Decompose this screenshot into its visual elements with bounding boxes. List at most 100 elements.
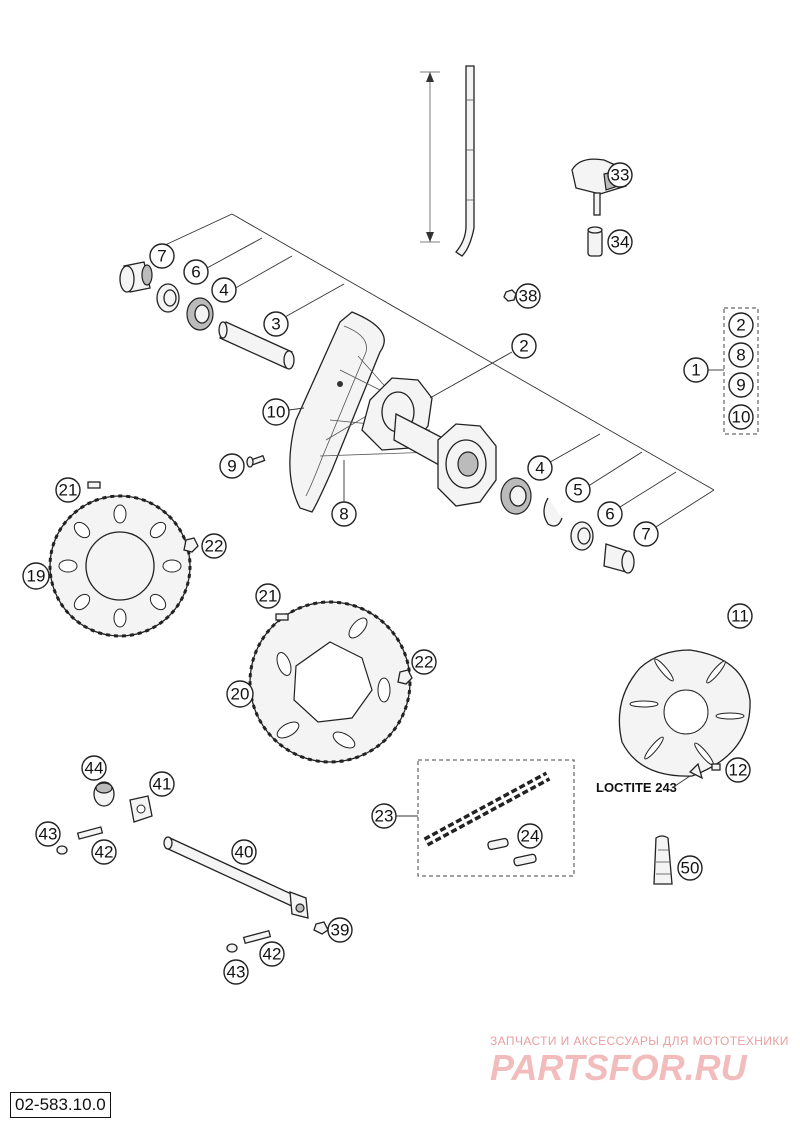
svg-text:42: 42 — [263, 945, 282, 964]
callout-12: 12 — [725, 757, 751, 783]
callout-50: 50 — [677, 855, 703, 881]
callout-33: 33 — [607, 162, 633, 188]
svg-text:3: 3 — [271, 315, 280, 334]
svg-text:39: 39 — [331, 921, 350, 940]
diagram-code: 02-583.10.0 — [10, 1092, 111, 1118]
callout-kit-8: 8 — [728, 342, 754, 368]
callout-21-lower: 21 — [255, 583, 281, 609]
callout-7-right: 7 — [633, 521, 659, 547]
callout-22-lower: 22 — [411, 649, 437, 675]
valve-nipple-part — [587, 226, 603, 257]
svg-text:22: 22 — [205, 537, 224, 556]
adjuster-screw-lower-part — [226, 929, 272, 953]
hub-part — [361, 377, 497, 507]
sprocket-19-part — [48, 494, 192, 638]
svg-text:43: 43 — [227, 963, 246, 982]
svg-text:6: 6 — [605, 505, 614, 524]
callout-3: 3 — [263, 311, 289, 337]
callout-1: 1 — [683, 357, 709, 383]
svg-text:21: 21 — [59, 481, 78, 500]
watermark-caption: ЗАПЧАСТИ И АКСЕССУАРЫ ДЛЯ МОТОТЕХНИКИ — [490, 1034, 789, 1048]
svg-text:23: 23 — [375, 807, 394, 826]
svg-text:11: 11 — [731, 607, 749, 626]
axle-nut-part — [313, 921, 329, 935]
callout-20: 20 — [226, 680, 254, 708]
svg-text:42: 42 — [95, 843, 114, 862]
callout-23: 23 — [371, 803, 397, 829]
callout-40: 40 — [231, 839, 257, 865]
axle-part — [163, 836, 309, 919]
svg-text:9: 9 — [736, 376, 745, 395]
callout-7-left: 7 — [149, 243, 175, 269]
svg-text:7: 7 — [641, 525, 650, 544]
callout-24: 24 — [517, 823, 543, 849]
svg-text:5: 5 — [573, 481, 582, 500]
callout-10: 10 — [262, 398, 290, 426]
sprocket-20-bolt-part — [275, 613, 289, 621]
callout-19: 19 — [22, 562, 50, 590]
spacer-left-part — [119, 261, 153, 293]
callout-41: 41 — [149, 771, 175, 797]
disc-screw-part — [688, 762, 721, 780]
svg-text:38: 38 — [519, 287, 538, 306]
seal-ring-right-part — [570, 521, 594, 551]
bearing-right-part — [500, 477, 532, 515]
svg-text:8: 8 — [339, 505, 348, 524]
callout-kit-9: 9 — [728, 372, 754, 398]
svg-text:34: 34 — [611, 233, 630, 252]
callout-39: 39 — [327, 917, 353, 943]
chain-master-link-part — [487, 837, 537, 867]
callout-4-left: 4 — [211, 277, 237, 303]
circlip-part — [543, 497, 563, 527]
assembly-guide-lines — [149, 213, 715, 533]
svg-text:4: 4 — [535, 459, 544, 478]
spoke-part — [420, 65, 475, 257]
brake-disc-part — [618, 649, 751, 777]
svg-text:41: 41 — [153, 775, 172, 794]
svg-text:2: 2 — [736, 316, 745, 335]
svg-text:2: 2 — [519, 337, 528, 356]
callout-8: 8 — [331, 501, 357, 527]
sprocket-nut-part — [183, 537, 199, 553]
watermark-logo: PARTSFOR.RU — [490, 1047, 748, 1088]
washer-part — [93, 781, 115, 807]
callout-42-lower: 42 — [259, 941, 285, 967]
callout-34: 34 — [607, 229, 633, 255]
svg-text:8: 8 — [736, 346, 745, 365]
svg-text:9: 9 — [227, 457, 236, 476]
callout-43-lower: 43 — [223, 959, 249, 985]
chain-part — [423, 771, 551, 847]
seal-ring-left-part — [156, 283, 180, 313]
svg-text:10: 10 — [732, 408, 751, 427]
loctite-note: LOCTITE 243 — [596, 780, 677, 795]
callout-42-upper: 42 — [91, 839, 117, 865]
callout-4-right: 4 — [527, 455, 553, 481]
spacer-right-part — [603, 543, 635, 574]
callout-9: 9 — [219, 453, 245, 479]
small-nut-part — [503, 289, 517, 302]
svg-text:4: 4 — [219, 281, 228, 300]
callout-44: 44 — [81, 755, 107, 781]
screw-9-part — [246, 454, 266, 468]
svg-text:1: 1 — [691, 361, 700, 380]
callout-38: 38 — [515, 283, 541, 309]
svg-text:12: 12 — [729, 761, 748, 780]
kit-group-bracket — [708, 307, 759, 435]
callout-11: 11 — [727, 603, 753, 629]
callout-kit-2: 2 — [728, 312, 754, 338]
chain-adjuster-part — [129, 795, 153, 823]
svg-text:19: 19 — [27, 567, 46, 586]
svg-text:24: 24 — [521, 827, 540, 846]
svg-text:43: 43 — [39, 825, 58, 844]
svg-text:22: 22 — [415, 653, 434, 672]
svg-text:50: 50 — [681, 859, 700, 878]
svg-text:10: 10 — [267, 403, 286, 422]
svg-text:44: 44 — [85, 759, 104, 778]
svg-text:21: 21 — [259, 587, 278, 606]
svg-text:40: 40 — [235, 843, 254, 862]
svg-text:6: 6 — [191, 263, 200, 282]
svg-text:20: 20 — [231, 685, 250, 704]
callout-43-upper: 43 — [35, 821, 61, 847]
callout-21-upper: 21 — [55, 477, 81, 503]
